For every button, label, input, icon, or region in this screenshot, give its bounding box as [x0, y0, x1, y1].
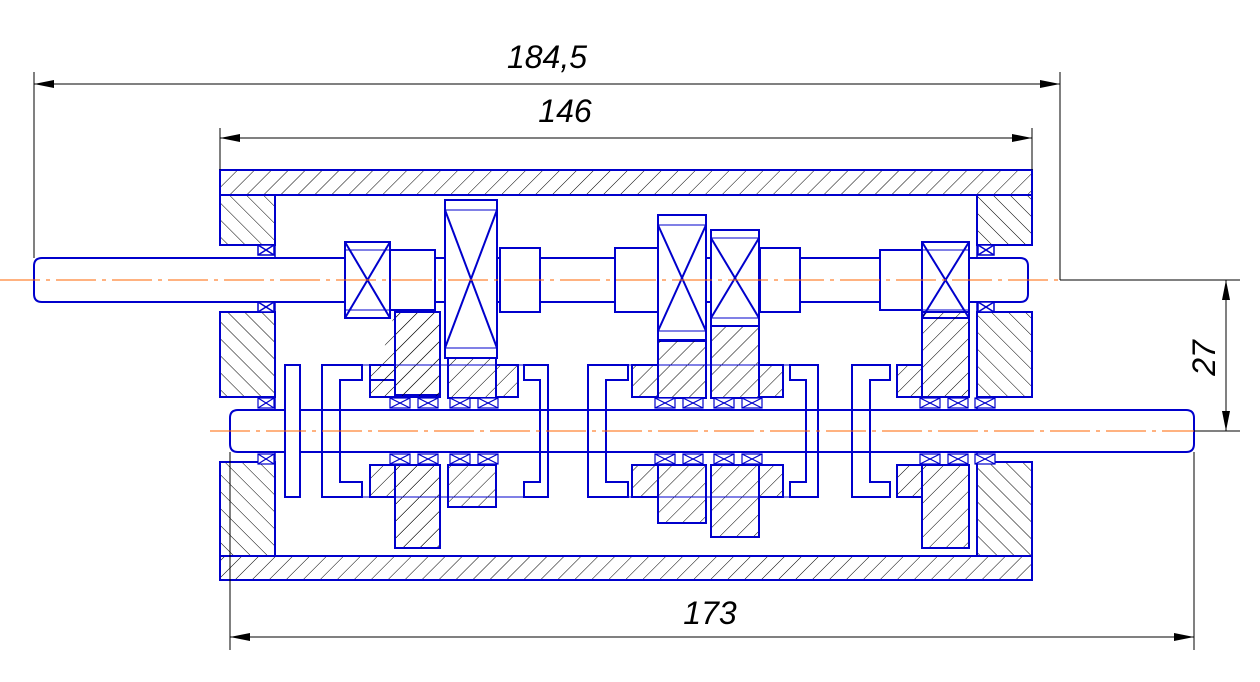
dim-label-184-5: 184,5: [507, 39, 587, 75]
gear-input-1: [444, 199, 498, 359]
dim-label-146: 146: [538, 93, 592, 129]
gear-output-4-upper: [710, 325, 760, 399]
gear-output-1-hub-top: [369, 364, 396, 398]
output-shaft-body: [229, 409, 1195, 453]
gear-output-4-hub-bottom: [758, 464, 784, 498]
gear-output-2-upper: [447, 357, 497, 399]
gear-output-5-lower: [921, 464, 970, 549]
gear-output-3-upper: [657, 339, 707, 399]
output-needle-bearings: [257, 397, 996, 465]
centerlines: [0, 279, 1240, 432]
gear-output-2-hub-top: [495, 364, 519, 398]
housing-bottom-wall: [219, 555, 1033, 581]
gear-output-2-lower: [447, 464, 497, 508]
housing-left-wall-bottom: [219, 461, 276, 557]
gear-output-4-lower: [710, 464, 760, 538]
gear-output-3-hub-bottom: [631, 464, 659, 498]
gear-output-5-hub-bottom: [896, 464, 923, 498]
gear-output-3-lower: [657, 464, 707, 524]
housing: [219, 169, 1033, 581]
gear-output-1-lower: [394, 464, 441, 549]
seals-input: [257, 244, 995, 313]
housing-left-wall-top: [219, 194, 276, 246]
housing-top-wall: [219, 169, 1033, 196]
gear-output-5-hub-top: [896, 364, 923, 398]
housing-right-wall-bottom: [976, 461, 1033, 557]
gear-output-1-upper: [394, 311, 441, 398]
housing-left-wall-mid: [219, 311, 276, 398]
gear-output-1-hub-bottom: [369, 464, 396, 498]
housing-cavity: [274, 194, 978, 557]
dimensions: [33, 72, 1240, 650]
gear-output-4-hub-top: [758, 364, 784, 398]
gear-output-5-upper: [921, 311, 970, 398]
dim-label-27: 27: [1186, 339, 1222, 377]
coupling-5: [851, 364, 891, 498]
dimension-labels: 184,5 146 173 27: [507, 39, 1222, 631]
gear-input-2: [657, 214, 707, 342]
housing-right-wall-top: [976, 194, 1033, 246]
gear-input-3: [710, 229, 760, 327]
housing-right-wall-mid: [976, 311, 1033, 398]
gear-output-3-hub-top: [631, 364, 659, 398]
input-bearings: [257, 199, 995, 359]
dim-label-173: 173: [683, 595, 737, 631]
